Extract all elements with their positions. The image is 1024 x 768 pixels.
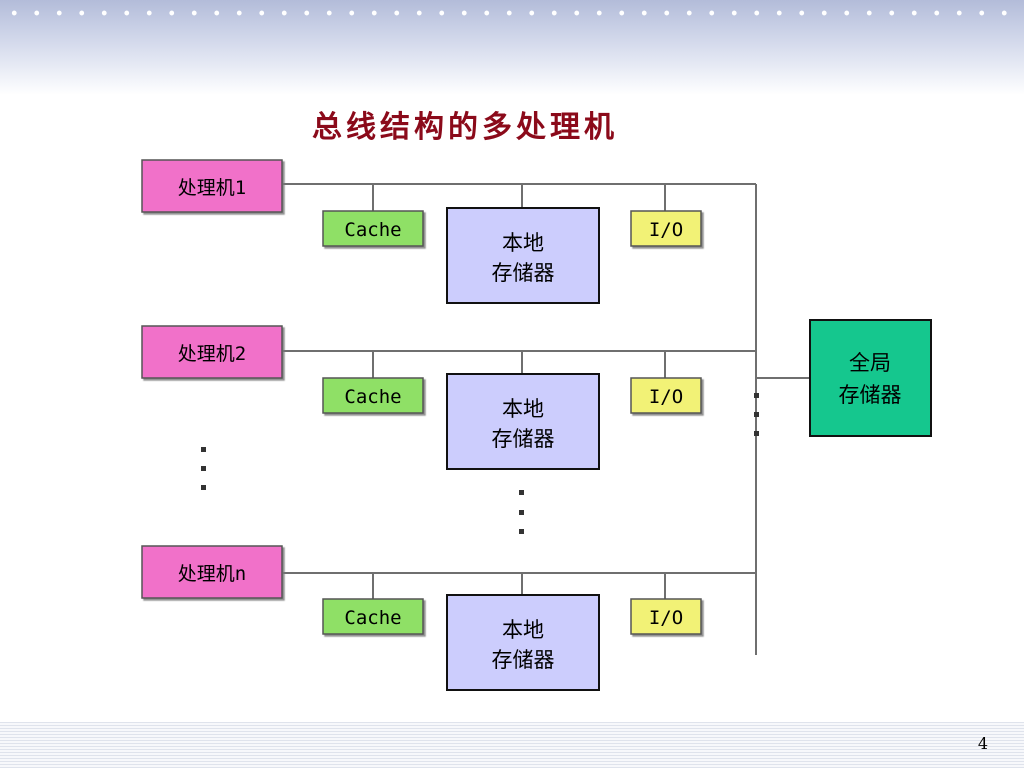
cache-1-label: Cache xyxy=(344,219,401,241)
header-dot-pattern xyxy=(0,9,1024,17)
io-2: I/O xyxy=(630,377,702,414)
cache-1: Cache xyxy=(322,210,424,247)
local-memory-2-line1: 本地 xyxy=(502,397,544,421)
io-1: I/O xyxy=(630,210,702,247)
global-memory-line2: 存储器 xyxy=(839,383,902,407)
local-memory-ellipsis xyxy=(519,490,524,534)
processor-2-label: 处理机2 xyxy=(178,343,246,365)
local-memory-n-line2: 存储器 xyxy=(492,648,555,672)
local-memory-1: 本地 存储器 xyxy=(446,207,600,304)
processor-n: 处理机n xyxy=(141,545,283,599)
local-memory-n: 本地 存储器 xyxy=(446,594,600,691)
slide-title: 总线结构的多处理机 xyxy=(312,110,618,145)
local-memory-1-line2: 存储器 xyxy=(492,261,555,285)
processor-n-label: 处理机n xyxy=(178,563,246,585)
processor-1: 处理机1 xyxy=(141,159,283,213)
processor-1-label: 处理机1 xyxy=(178,177,246,199)
io-n: I/O xyxy=(630,598,702,635)
io-1-label: I/O xyxy=(649,219,683,241)
footer-band xyxy=(0,722,1024,768)
cache-2: Cache xyxy=(322,377,424,414)
processor-2: 处理机2 xyxy=(141,325,283,379)
processor-ellipsis xyxy=(201,447,206,490)
io-2-label: I/O xyxy=(649,386,683,408)
local-memory-2-line2: 存储器 xyxy=(492,427,555,451)
cache-2-label: Cache xyxy=(344,386,401,408)
local-memory-2: 本地 存储器 xyxy=(446,373,600,470)
cache-n: Cache xyxy=(322,598,424,635)
global-bus-ellipsis xyxy=(754,393,759,436)
cache-n-label: Cache xyxy=(344,607,401,629)
local-memory-1-line1: 本地 xyxy=(502,231,544,255)
io-n-label: I/O xyxy=(649,607,683,629)
header-band xyxy=(0,0,1024,95)
global-memory-line1: 全局 xyxy=(849,351,891,375)
local-memory-n-line1: 本地 xyxy=(502,618,544,642)
page-number: 4 xyxy=(977,734,988,753)
bus-lines xyxy=(283,183,810,655)
global-memory: 全局 存储器 xyxy=(809,319,932,437)
